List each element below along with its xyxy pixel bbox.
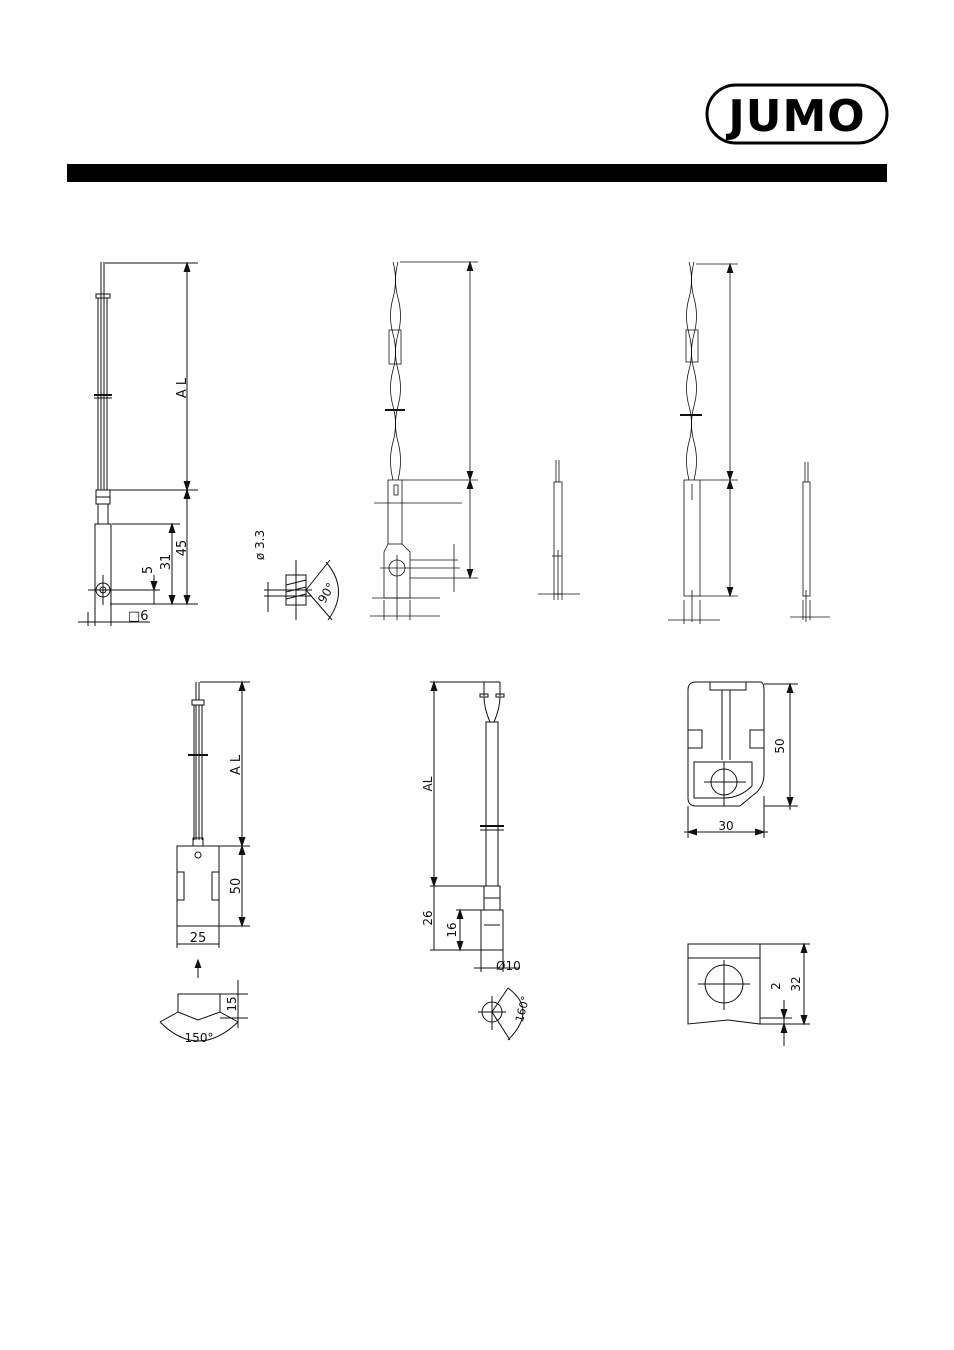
dim-2: 2: [769, 982, 783, 990]
dim-32: 32: [789, 976, 803, 991]
dim-angle-150: 150°: [185, 1031, 214, 1045]
drawing-5-labels: AL 26 16 Ø10 160°: [421, 776, 532, 1023]
dim-15: 15: [225, 996, 239, 1011]
drawing-1: [78, 262, 198, 626]
dim-angle-90: 90°: [315, 580, 338, 605]
dim-50-6: 50: [773, 738, 787, 753]
jumo-logo: JUMO: [707, 85, 887, 143]
header-bar: [67, 164, 887, 182]
dim-16: 16: [445, 922, 459, 937]
dim-angle-160: 160°: [513, 995, 532, 1024]
drawing-7-labels: 2 32: [769, 976, 803, 991]
dim-al-1: A L: [175, 377, 190, 398]
dim-square-6: □6: [128, 609, 149, 624]
drawing-1-labels: A L 45 31 5 □6: [128, 377, 190, 624]
drawing-2: [370, 262, 478, 620]
drawing-6: [684, 682, 798, 838]
drawing-5: [430, 682, 523, 1040]
dim-al-4: A L: [229, 754, 244, 775]
dim-50-4: 50: [229, 878, 244, 895]
drawing-3: [668, 262, 738, 624]
dim-26: 26: [421, 910, 435, 925]
dim-diameter-10: Ø10: [496, 959, 521, 973]
drawing-7: [688, 944, 810, 1046]
dim-5: 5: [141, 566, 156, 574]
dim-25: 25: [190, 931, 207, 946]
dim-31: 31: [159, 554, 174, 571]
dim-al-5: AL: [421, 776, 435, 791]
logo-text: JUMO: [725, 91, 865, 142]
dim-30: 30: [718, 819, 733, 833]
detail-1-labels: ø 3.3 90°: [253, 530, 338, 606]
drawing-6-labels: 50 30: [718, 738, 787, 833]
drawing-2-side: [538, 460, 580, 600]
dim-diameter-3-3: ø 3.3: [253, 530, 267, 560]
drawing-4: [160, 682, 250, 1041]
dim-45: 45: [175, 540, 190, 557]
drawing-3-side: [790, 462, 830, 622]
